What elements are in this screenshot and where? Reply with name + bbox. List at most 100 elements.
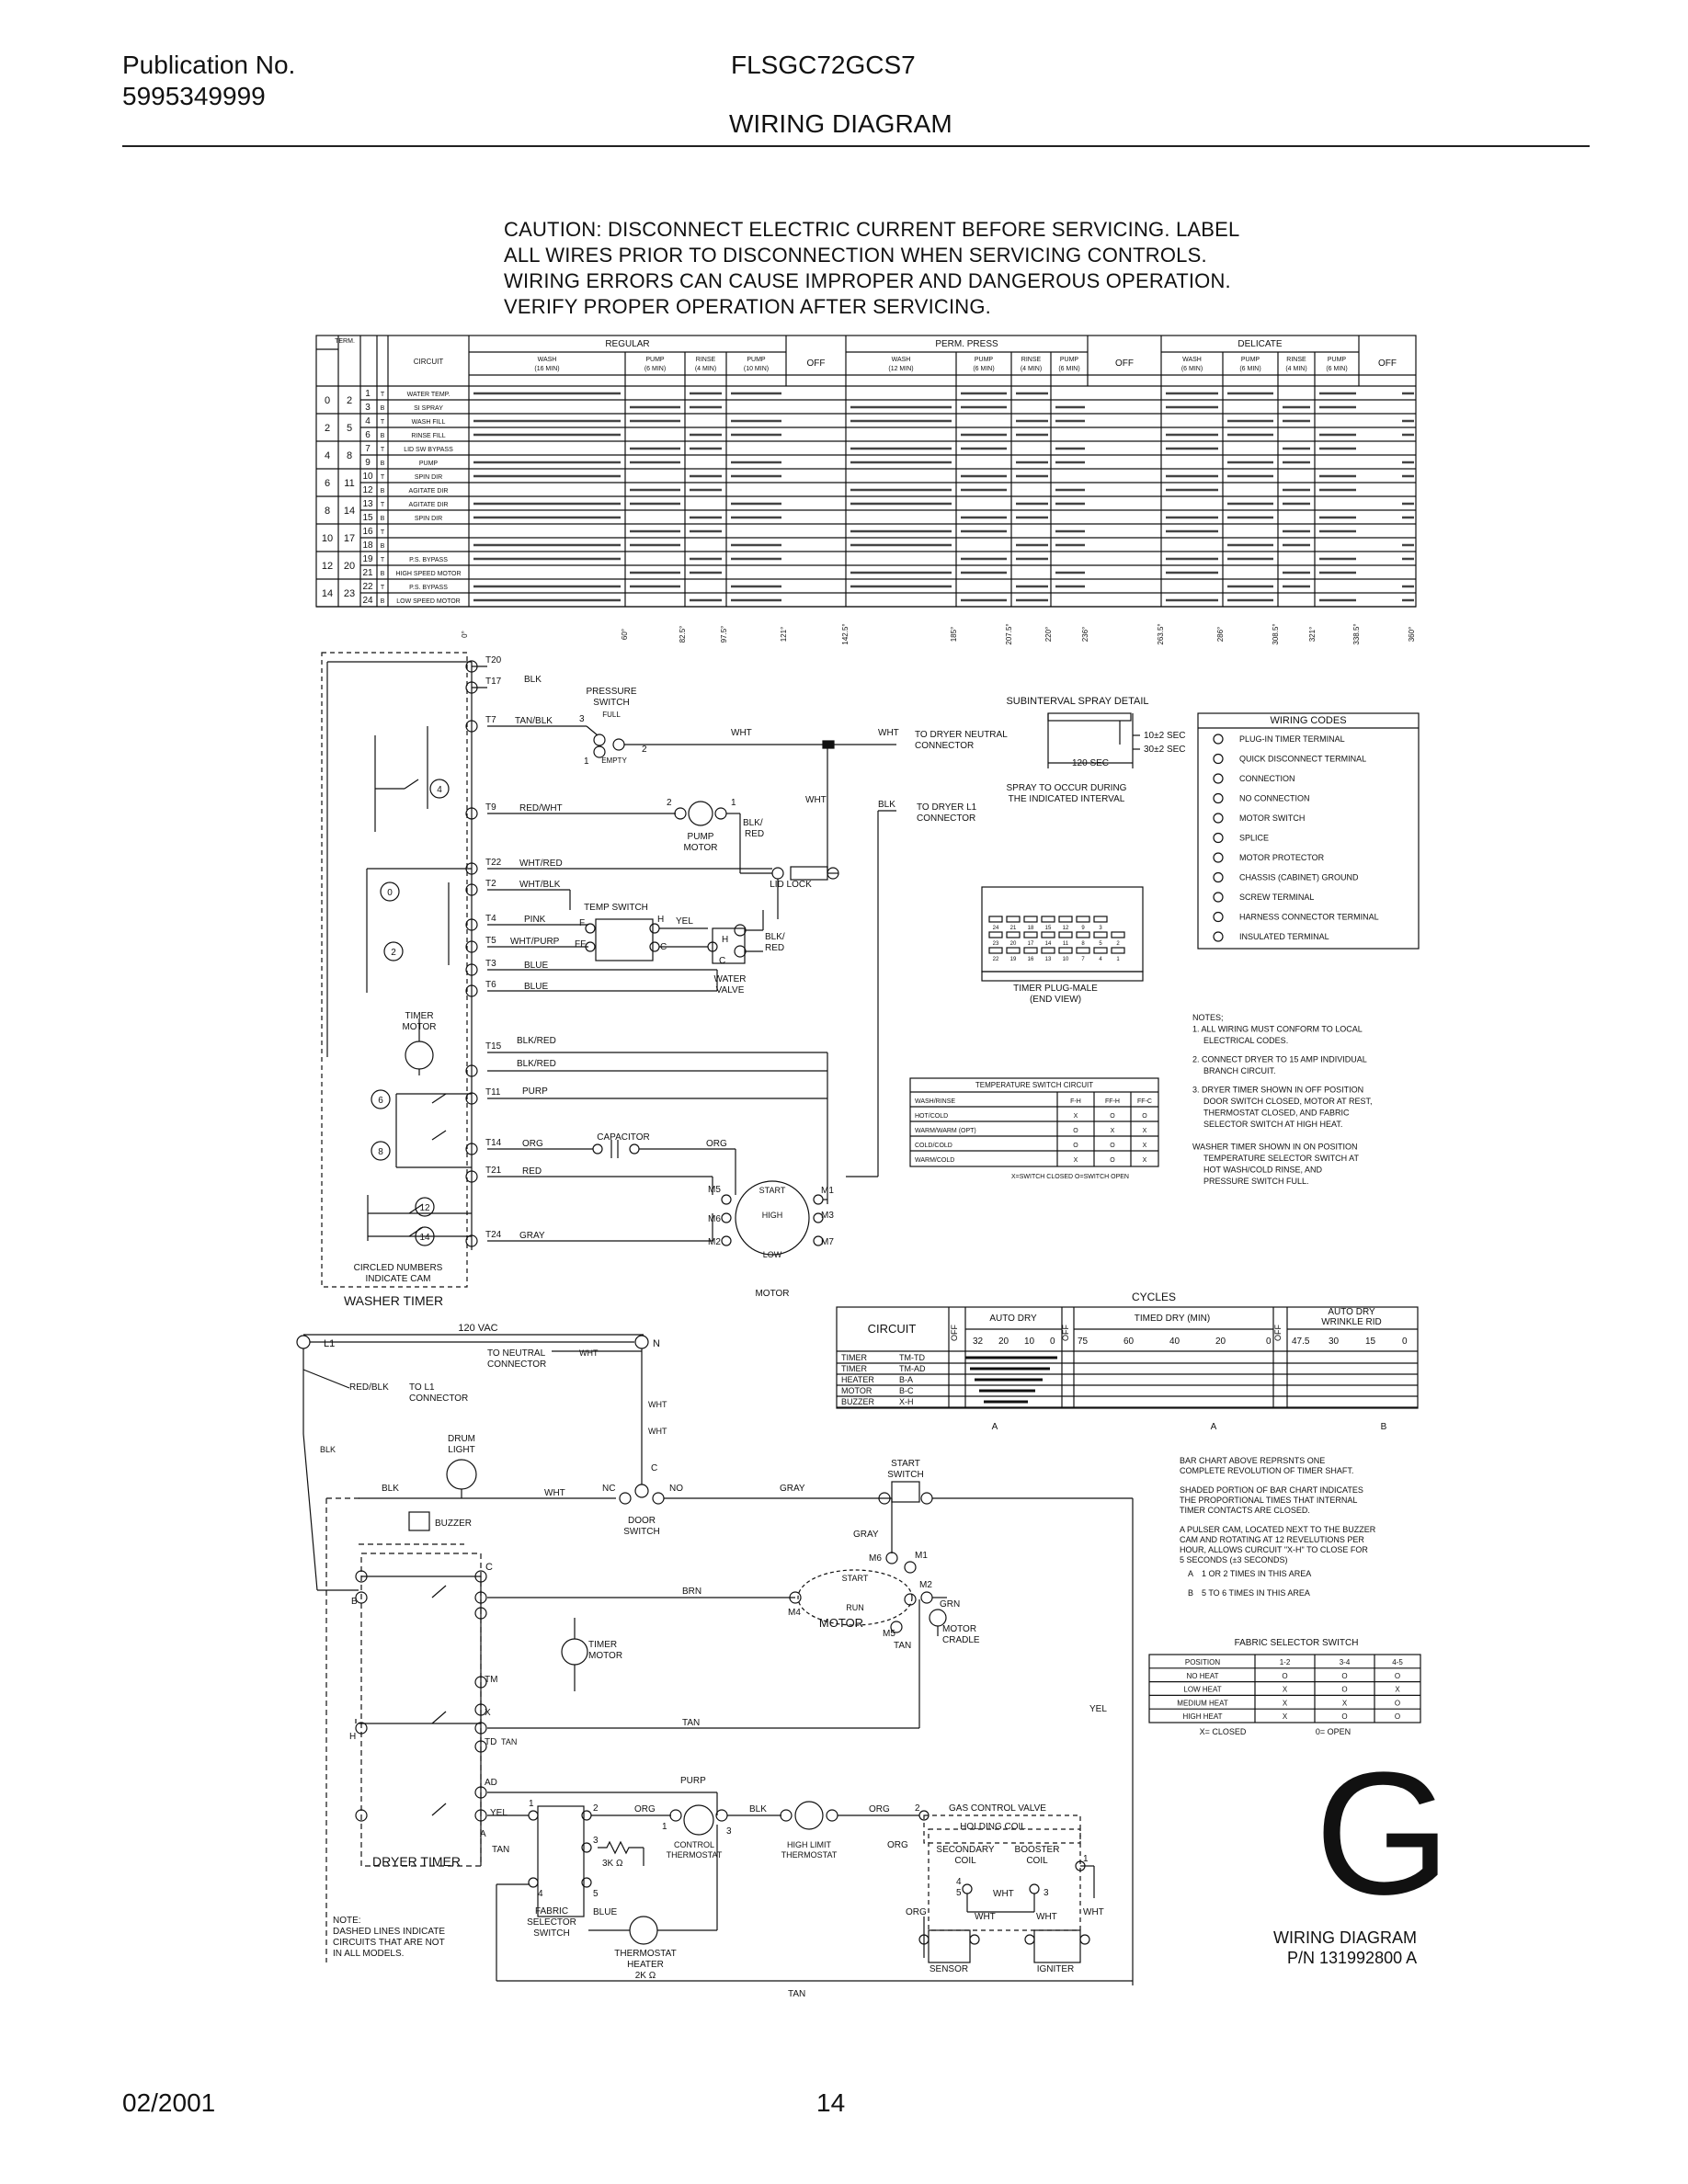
caution-line: VERIFY PROPER OPERATION AFTER SERVICING. — [504, 295, 991, 318]
washer-terminal-label: T22 — [485, 858, 502, 868]
pin-number: 2 — [915, 1803, 920, 1814]
bar-note-line: A PULSER CAM, LOCATED NEXT TO THE BUZZER — [1180, 1525, 1376, 1534]
cam-number: 12 — [419, 1203, 430, 1213]
temp-table-cell: HOT/COLD — [915, 1113, 948, 1120]
dryer-timer-terminal — [474, 1703, 487, 1716]
chart-term-number: 1 — [365, 389, 371, 399]
chart-phase-duration: (16 MIN) — [534, 366, 559, 372]
publication-label: Publication No. — [122, 51, 296, 79]
dryer-scale-tick: 0 — [1402, 1337, 1408, 1347]
fabric-selector-table — [1148, 1654, 1421, 1723]
chart-phase-duration: (6 MIN) — [973, 366, 994, 372]
chart-term-number: 22 — [362, 582, 373, 592]
pin-number: C — [719, 956, 725, 966]
dryer-l1-label: L1 — [324, 1338, 335, 1349]
pin-number: 1 — [1083, 1854, 1089, 1864]
note-line: NOTES; — [1192, 1013, 1224, 1022]
chart-cam-number: 2 — [325, 423, 330, 434]
temp-table-cell: FF-C — [1137, 1098, 1152, 1105]
dryer-terminal-label: B — [351, 1597, 358, 1607]
dryer-note-line: CIRCUITS THAT ARE NOT — [333, 1938, 445, 1948]
wire-color-label: BLK — [878, 800, 895, 810]
wire-color-label: ORG — [887, 1840, 908, 1850]
pin-number: 3 — [593, 1836, 599, 1846]
header-rule — [122, 145, 1590, 147]
wiring-code-symbol — [1213, 773, 1224, 784]
to-dryer-l1-label: CONNECTOR — [917, 813, 975, 824]
pressure-switch-label: PRESSURE — [586, 687, 636, 697]
dryer-motor-label: MOTOR — [819, 1616, 863, 1630]
motor-terminal: M7 — [821, 1237, 834, 1247]
temp-table-cell: X — [1074, 1113, 1078, 1120]
pin-number: C — [660, 942, 667, 952]
motor-terminal: M5 — [708, 1185, 721, 1195]
pin-number: FF — [575, 939, 586, 950]
washer-timer-terminal — [465, 883, 478, 896]
wire-color-label: WHT/PURP — [510, 937, 560, 947]
dryer-scale-tick: 60 — [1123, 1337, 1135, 1347]
dryer-off-label: OFF — [950, 1325, 959, 1341]
pin-number: 3 — [1044, 1888, 1049, 1898]
temp-table-cell: O — [1073, 1143, 1078, 1149]
chart-contact-side: B — [381, 488, 385, 495]
plug-pin-number: 22 — [993, 957, 999, 962]
note-line: ELECTRICAL CODES. — [1203, 1036, 1288, 1045]
temp-table-cell: FF-H — [1105, 1098, 1120, 1105]
chart-contact-side: B — [381, 598, 385, 605]
chart-phase-duration: (10 MIN) — [744, 366, 769, 372]
washer-terminal-label: T20 — [485, 655, 502, 665]
plug-pin — [1006, 916, 1021, 923]
wiring-code-symbols — [1213, 734, 1224, 942]
drum-light-label: LIGHT — [448, 1445, 474, 1455]
washer-terminal-label: T7 — [485, 715, 496, 725]
wire-color-label: TAN — [894, 1641, 911, 1651]
dryer-marker-a: A — [1211, 1422, 1217, 1432]
wire-color-label: PURP — [680, 1776, 706, 1786]
dryer-timer-terminal — [474, 1740, 487, 1753]
chart-term-number: 13 — [362, 499, 373, 509]
wire-color-label: TAN — [501, 1737, 517, 1746]
pin-number: 1 — [731, 798, 736, 808]
chart-degree-tick: 220° — [1044, 627, 1053, 643]
dryer-auto-wrinkle: AUTO DRY — [1328, 1307, 1375, 1317]
caution-text: CAUTION: DISCONNECT ELECTRIC CURRENT BEF… — [504, 217, 1239, 320]
wire-color-label: WHT — [544, 1488, 565, 1498]
pulse-legend-item: 1 OR 2 TIMES IN THIS AREA — [1202, 1569, 1311, 1578]
chart-contact-side: B — [381, 543, 385, 550]
bar-note-line: 5 SECONDS (±3 SECONDS) — [1180, 1555, 1287, 1564]
washer-timer-terminal — [465, 681, 478, 694]
temp-table-cell: F-H — [1070, 1098, 1081, 1105]
chart-cam-number: 14 — [322, 588, 333, 599]
fabric-switch-label: SELECTOR — [527, 1917, 576, 1928]
chart-circuit-label: PUMP — [419, 461, 439, 467]
circled-note: INDICATE CAM — [366, 1274, 431, 1284]
dryer-scale-tick: 20 — [1215, 1337, 1226, 1347]
dryer-marker-b: B — [1381, 1422, 1387, 1432]
fabric-table-cell: LOW HEAT — [1183, 1686, 1221, 1694]
washer-cam-chart — [315, 335, 1417, 608]
pulse-legend-item: 5 TO 6 TIMES IN THIS AREA — [1202, 1588, 1310, 1598]
chart-contact-side: T — [381, 474, 385, 481]
dryer-timer-terminal — [355, 1722, 368, 1735]
bar-note-line: HOUR, ALLOWS CURCUIT "X-H" TO CLOSE FOR — [1180, 1545, 1368, 1554]
dryer-terminal-label: C — [485, 1562, 493, 1573]
wire-color-label: ORG — [634, 1804, 656, 1814]
igniter-label: IGNITER — [1037, 1964, 1075, 1974]
motor-terminal: M2 — [919, 1580, 932, 1590]
chart-term-number: 6 — [365, 430, 371, 440]
plug-pin — [1041, 947, 1055, 954]
plug-pin — [1006, 931, 1021, 938]
chart-degree-tick: 185° — [950, 627, 958, 643]
chart-circuit-label: HIGH SPEED MOTOR — [395, 571, 461, 577]
temp-table-cell: X — [1143, 1157, 1147, 1164]
chart-bars — [473, 392, 1414, 602]
wire-color-label: BRN — [682, 1587, 701, 1597]
wire-color-label: TAN — [788, 1989, 805, 1999]
plug-pin-number: 15 — [1045, 926, 1052, 931]
plug-pin-number: 16 — [1028, 957, 1034, 962]
plug-pin-number: 7 — [1081, 957, 1085, 962]
dryer-cycles-title: CYCLES — [1132, 1291, 1176, 1303]
fabric-table-cell: 4-5 — [1392, 1658, 1403, 1666]
dryer-chart-circuit: TIMER — [841, 1364, 867, 1373]
